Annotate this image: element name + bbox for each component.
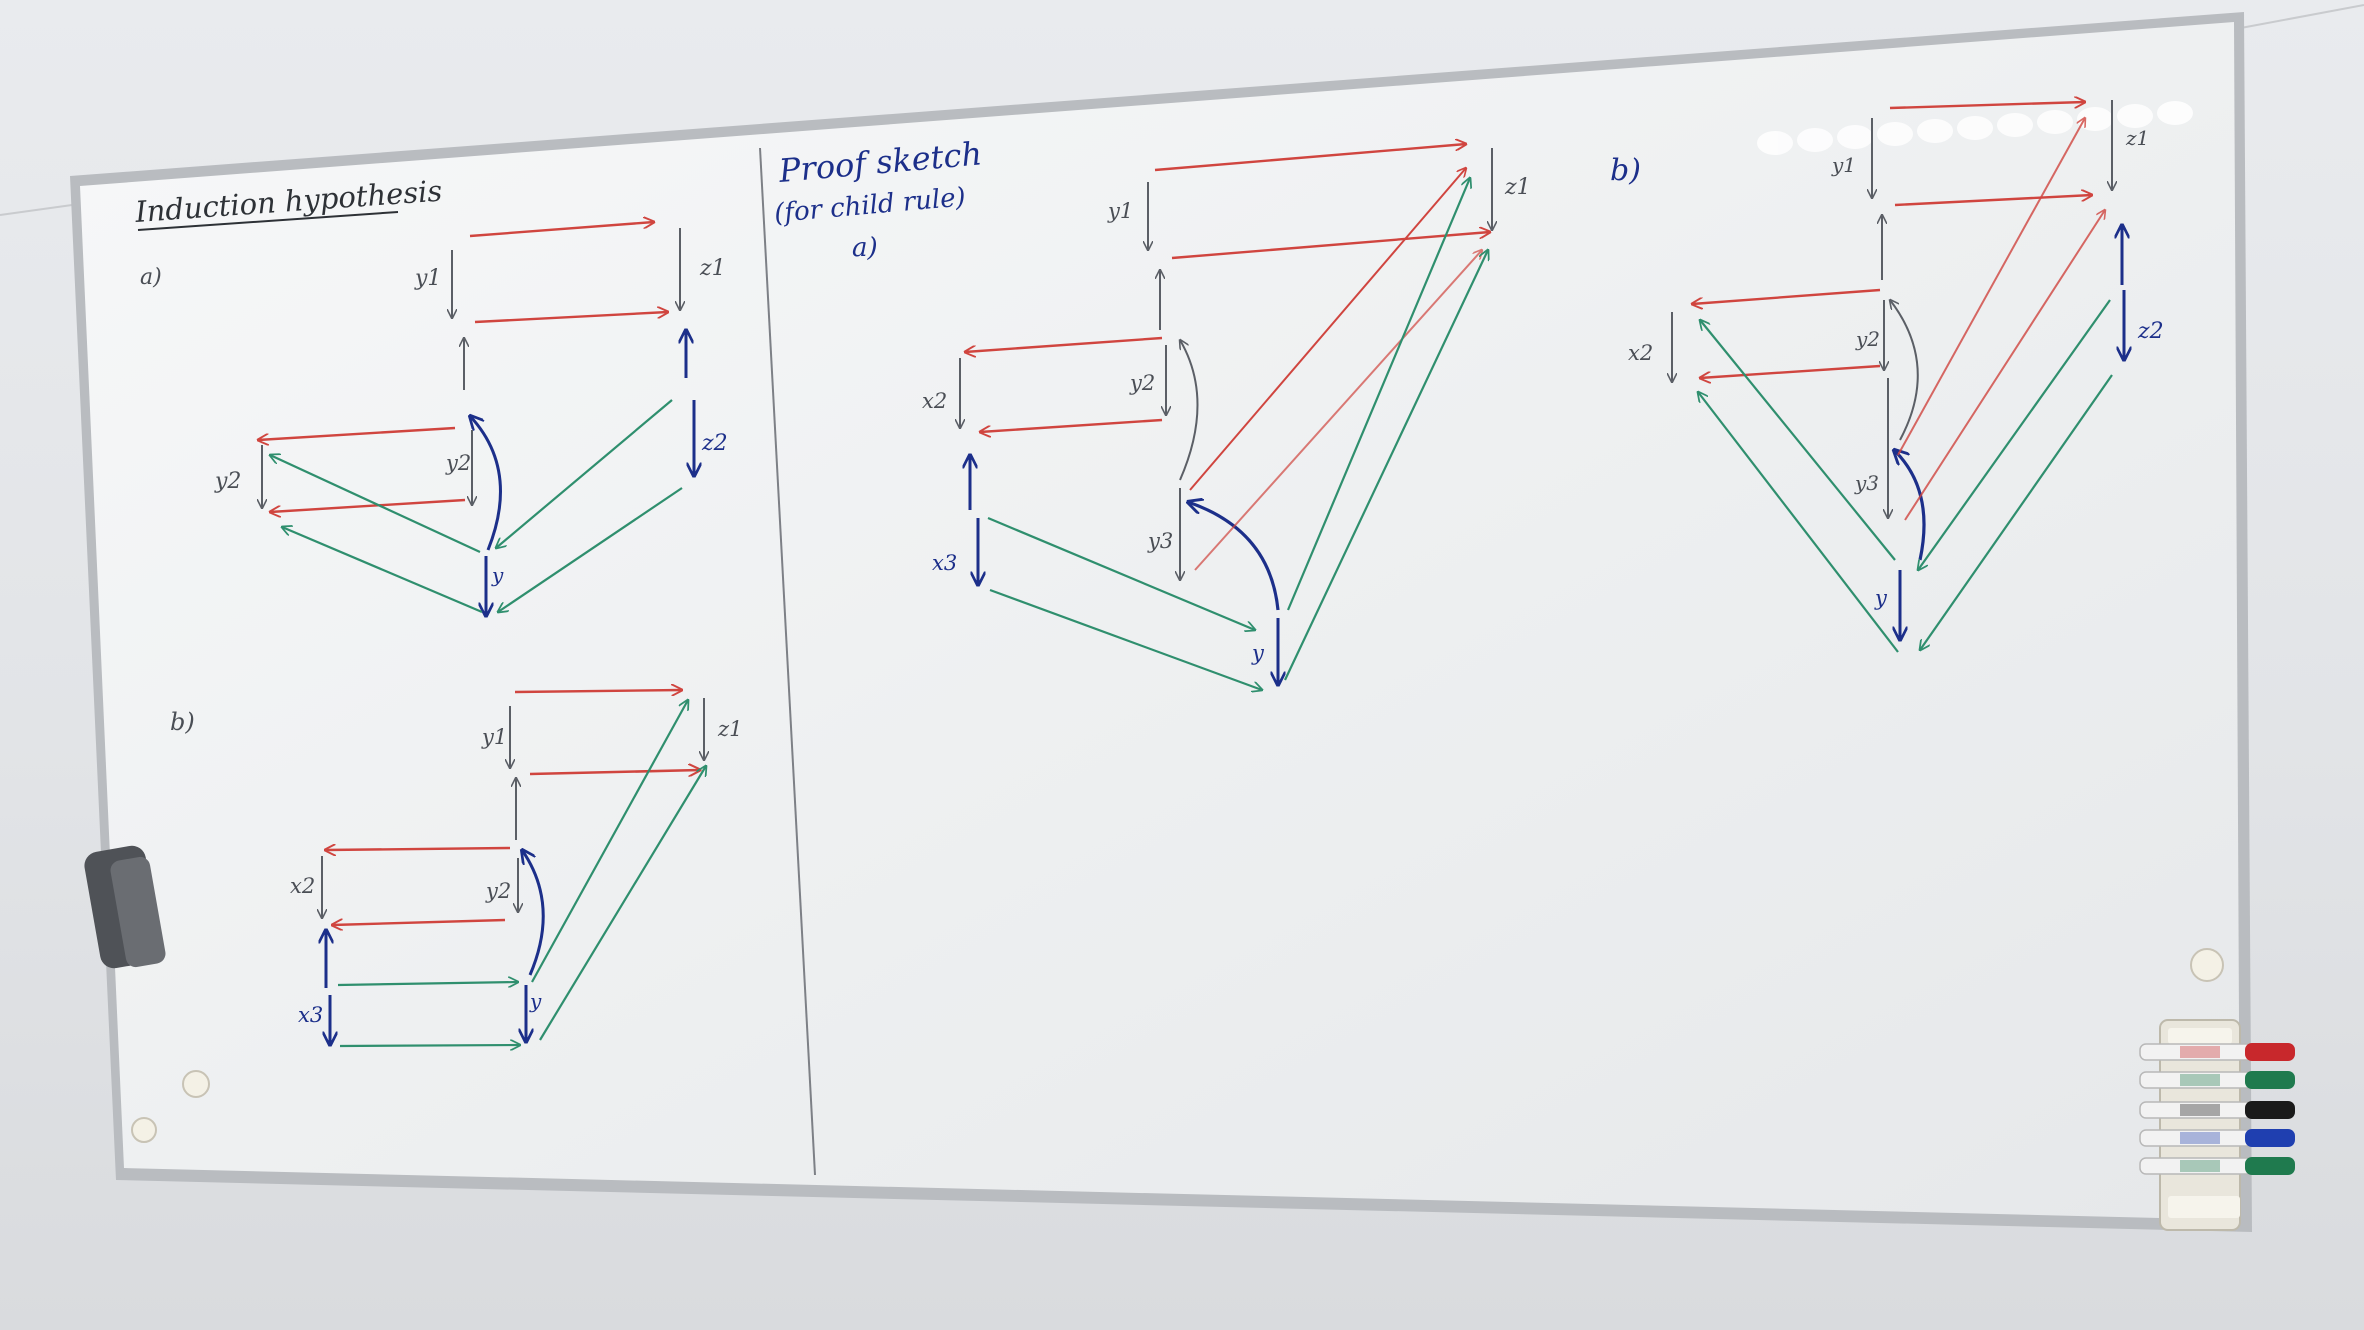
right-a-y: y bbox=[1251, 641, 1265, 665]
left-b-x3: x3 bbox=[298, 1003, 323, 1027]
left-a-y2-inner: y2 bbox=[445, 451, 471, 475]
right-b-y: y bbox=[1874, 586, 1888, 610]
magnet bbox=[182, 1070, 210, 1098]
green-marker[interactable] bbox=[2139, 1071, 2295, 1089]
right-a-y2: y2 bbox=[1129, 371, 1155, 395]
right-a-x3: x3 bbox=[932, 551, 957, 575]
left-case-b-diagram: b) y1 z1 x2 y2 x3 y bbox=[170, 690, 742, 1046]
magnet bbox=[2190, 948, 2224, 982]
red-marker[interactable] bbox=[2139, 1043, 2295, 1061]
right-case-b-label: b) bbox=[1610, 153, 1641, 188]
left-b-y: y bbox=[529, 989, 542, 1013]
right-b-z2: z2 bbox=[2137, 319, 2164, 344]
right-b-y2: y2 bbox=[1855, 327, 1880, 351]
left-a-z1: z1 bbox=[699, 256, 726, 281]
green-marker-2[interactable] bbox=[2139, 1157, 2295, 1175]
whiteboard-eraser bbox=[84, 845, 166, 969]
right-a-y3: y3 bbox=[1147, 529, 1173, 553]
right-b-x2: x2 bbox=[1628, 341, 1653, 365]
magnet bbox=[131, 1117, 157, 1143]
left-case-a-diagram: a) y1 z1 z2 y2 y2 y bbox=[140, 222, 728, 616]
left-a-y1: y1 bbox=[414, 266, 441, 291]
left-b-y2: y2 bbox=[485, 879, 511, 903]
left-a-y2: y2 bbox=[214, 469, 241, 494]
blue-marker[interactable] bbox=[2139, 1129, 2295, 1147]
divider-line bbox=[759, 147, 816, 1176]
left-b-x2: x2 bbox=[290, 874, 315, 898]
black-marker[interactable] bbox=[2139, 1101, 2295, 1119]
right-case-a-label: a) bbox=[852, 233, 878, 263]
right-case-b-diagram: b) y1 z1 x2 y2 y3 z2 y bbox=[1610, 100, 2164, 653]
right-a-x2: x2 bbox=[922, 389, 947, 413]
right-case-a-diagram: a) y1 z1 x2 y2 y3 x3 y bbox=[852, 144, 1531, 690]
left-b-z1: z1 bbox=[717, 717, 742, 741]
left-a-z2: z2 bbox=[701, 431, 728, 456]
right-a-z1: z1 bbox=[1504, 175, 1531, 200]
right-b-y1: y1 bbox=[1831, 153, 1856, 177]
left-case-b-label: b) bbox=[170, 708, 195, 736]
right-b-z1: z1 bbox=[2125, 126, 2149, 150]
left-case-a-label: a) bbox=[140, 265, 162, 290]
left-b-y1: y1 bbox=[481, 725, 507, 749]
light-reflection bbox=[1757, 101, 2193, 155]
left-a-y: y bbox=[491, 563, 504, 587]
right-a-y1: y1 bbox=[1107, 199, 1133, 223]
right-b-y3: y3 bbox=[1854, 471, 1879, 495]
